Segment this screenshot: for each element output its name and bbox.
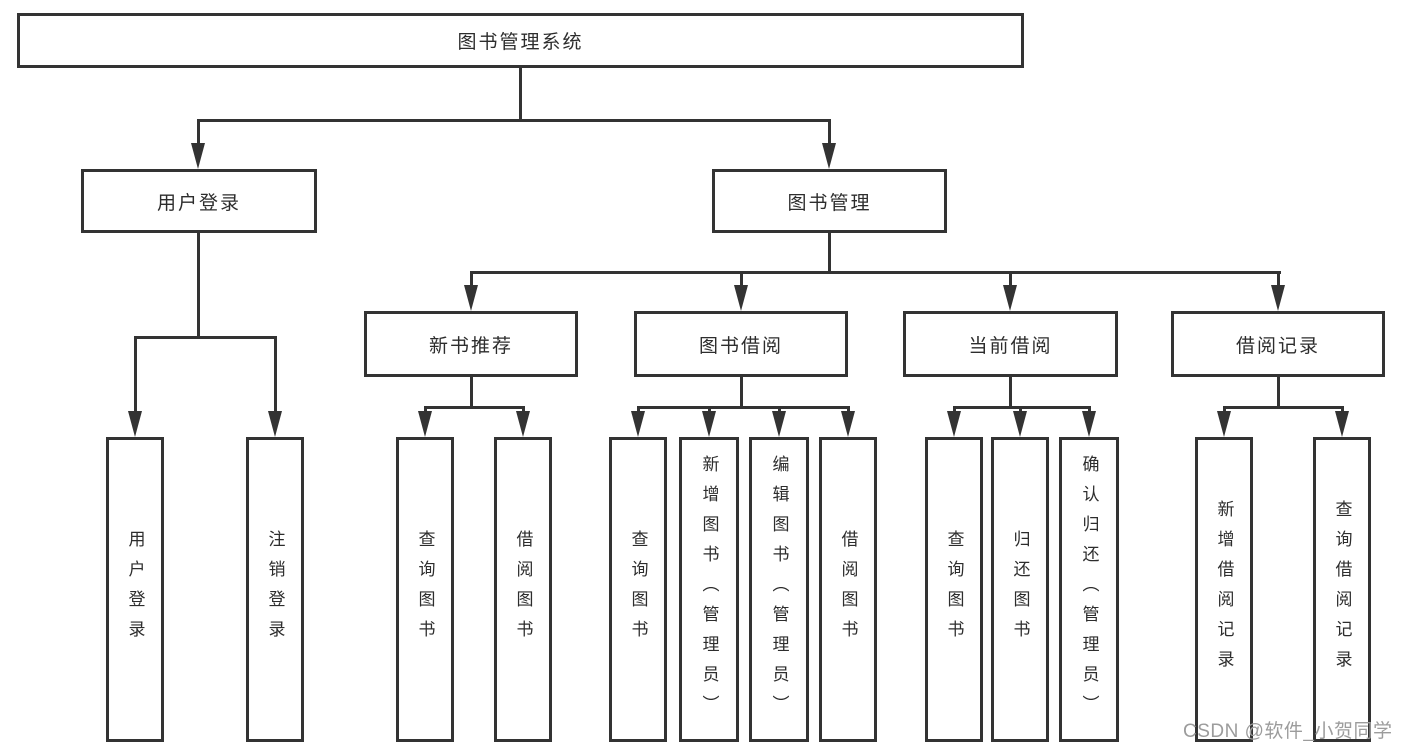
edge-to-nb-query-stem — [424, 406, 427, 411]
edge-new-books-stem — [470, 377, 473, 406]
edge-user-login-stem — [197, 233, 200, 336]
edge-level3-hline — [470, 271, 1281, 274]
arrow-to-bb-query — [631, 411, 645, 437]
arrow-to-leaf-user-login — [128, 411, 142, 437]
leaf-borrowing-query-books: 查询图书 — [609, 437, 667, 742]
edge-to-bb-query-stem — [637, 406, 640, 411]
edge-new-books-hline — [424, 406, 524, 409]
node-new-book-recommend: 新书推荐 — [364, 311, 578, 377]
edge-to-br-add-stem — [1223, 406, 1226, 411]
edge-to-cb-query-stem — [953, 406, 956, 411]
edge-book-borrow-hline — [637, 406, 849, 409]
arrow-to-bb-add — [702, 411, 716, 437]
node-borrowing-records: 借阅记录 — [1171, 311, 1385, 377]
edge-root-stem — [519, 68, 522, 119]
arrow-to-leaf-logout — [268, 411, 282, 437]
leaf-current-return-books: 归还图书 — [991, 437, 1049, 742]
edge-to-book-borrow-stem — [740, 271, 743, 285]
leaf-current-query-books: 查询图书 — [925, 437, 983, 742]
edge-to-new-books-stem — [470, 271, 473, 285]
leaf-newbooks-query-books: 查询图书 — [396, 437, 454, 742]
edge-to-bb-borrow-stem — [847, 406, 850, 411]
leaf-current-confirm-return-admin: 确认归还（管理员） — [1059, 437, 1119, 742]
leaf-records-query-record: 查询借阅记录 — [1313, 437, 1371, 742]
edge-book-borrow-group-stem — [740, 377, 743, 406]
arrow-to-current-borrow — [1003, 285, 1017, 311]
edge-to-current-borrow-stem — [1009, 271, 1012, 285]
node-book-borrowing: 图书借阅 — [634, 311, 848, 377]
arrow-to-borrow-records — [1271, 285, 1285, 311]
leaf-newbooks-borrow-books: 借阅图书 — [494, 437, 552, 742]
leaf-borrowing-edit-books-admin: 编辑图书（管理员） — [749, 437, 809, 742]
leaf-user-login: 用户登录 — [106, 437, 164, 742]
leaf-borrowing-borrow-books: 借阅图书 — [819, 437, 877, 742]
edge-to-leaf-user-login-stem — [134, 336, 137, 411]
edge-to-nb-borrow-stem — [522, 406, 525, 411]
arrow-to-bb-borrow — [841, 411, 855, 437]
arrow-to-nb-borrow — [516, 411, 530, 437]
edge-to-leaf-logout-stem — [274, 336, 277, 411]
arrow-to-cb-query — [947, 411, 961, 437]
arrow-to-new-books — [464, 285, 478, 311]
leaf-records-add-record: 新增借阅记录 — [1195, 437, 1253, 742]
node-current-borrowing: 当前借阅 — [903, 311, 1118, 377]
edge-to-cb-return-stem — [1019, 406, 1022, 411]
edge-borrow-records-hline — [1223, 406, 1343, 409]
edge-user-login-hline — [134, 336, 277, 339]
arrow-to-cb-return — [1013, 411, 1027, 437]
node-root: 图书管理系统 — [17, 13, 1024, 68]
arrow-to-br-query — [1335, 411, 1349, 437]
arrow-to-br-add — [1217, 411, 1231, 437]
arrow-to-cb-confirm — [1082, 411, 1096, 437]
node-user-login: 用户登录 — [81, 169, 317, 233]
edge-to-bb-edit-stem — [778, 406, 781, 411]
edge-to-bb-add-stem — [708, 406, 711, 411]
edge-to-cb-confirm-stem — [1088, 406, 1091, 411]
arrow-to-user-login — [191, 143, 205, 169]
arrow-to-book-mgmt — [822, 143, 836, 169]
leaf-borrowing-add-books-admin: 新增图书（管理员） — [679, 437, 739, 742]
edge-to-br-query-stem — [1341, 406, 1344, 411]
edge-book-mgmt-stem — [828, 233, 831, 271]
edge-level2-hline — [197, 119, 831, 122]
arrow-to-book-borrow — [734, 285, 748, 311]
edge-current-borrow-group-stem — [1009, 377, 1012, 406]
edge-to-user-login-stem — [197, 119, 200, 143]
edge-to-borrow-records-stem — [1277, 271, 1280, 285]
edge-to-book-mgmt-stem — [828, 119, 831, 143]
csdn-watermark: CSDN @软件_小贺同学 — [1183, 721, 1393, 742]
arrow-to-bb-edit — [772, 411, 786, 437]
node-book-management: 图书管理 — [712, 169, 947, 233]
edge-borrow-records-group-stem — [1277, 377, 1280, 406]
arrow-to-nb-query — [418, 411, 432, 437]
leaf-logout: 注销登录 — [246, 437, 304, 742]
